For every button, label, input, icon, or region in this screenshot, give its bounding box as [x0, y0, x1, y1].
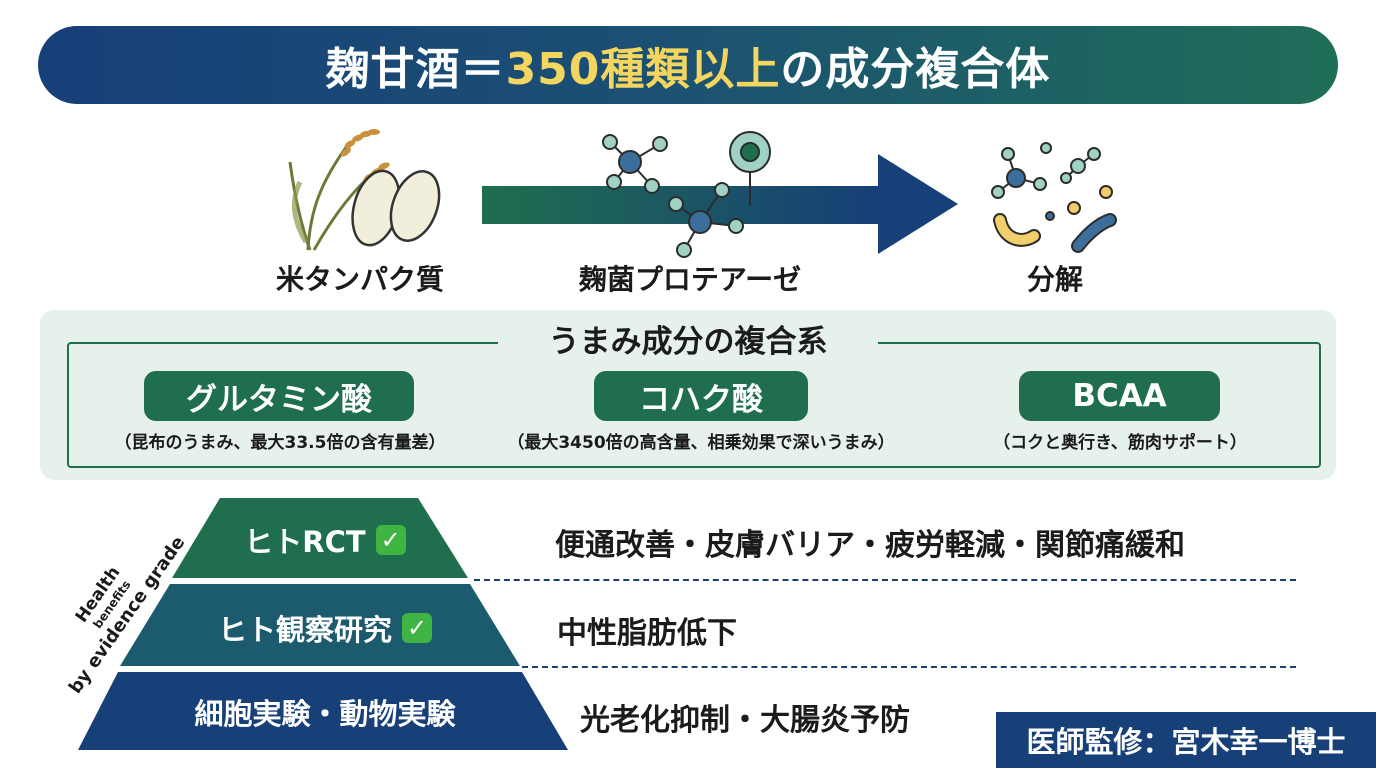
- tier-lab: 細胞実験・動物実験: [80, 688, 570, 736]
- step3-label: 分解: [1026, 263, 1083, 296]
- title-highlight: 350種類以上: [505, 44, 781, 95]
- umami-desc-glutamic: （昆布のうまみ、最大33.5倍の含有量差）: [114, 433, 446, 453]
- evidence-side-label: Health benefits by evidence grade: [65, 532, 189, 697]
- tier-bottom-shape: [78, 672, 568, 750]
- supervisor-badge: 医師監修：宮木幸一博士: [996, 712, 1376, 768]
- evidence-pyramid: [78, 498, 568, 750]
- tier-lab-label: 細胞実験・動物実験: [194, 697, 456, 731]
- benefits-rct: 便通改善・皮膚バリア・疲労軽減・関節痛緩和: [555, 528, 1185, 563]
- rice-plant-icon: [288, 129, 441, 251]
- step2-label: 麹菌プロテアーゼ: [578, 263, 802, 296]
- umami-desc-bcaa: （コクと奥行き、筋肉サポート）: [993, 433, 1247, 453]
- divider: [474, 579, 1296, 581]
- umami-pill-bcaa: BCAA: [1019, 371, 1220, 421]
- title-banner: 麹甘酒＝ 350種類以上 の成分複合体: [38, 26, 1338, 104]
- divider: [522, 666, 1296, 668]
- benefits-observational: 中性脂肪低下: [557, 616, 737, 651]
- benefits-lab: 光老化抑制・大腸炎予防: [580, 703, 910, 738]
- umami-title: うまみ成分の複合系: [498, 322, 878, 362]
- check-icon: ✓: [375, 525, 406, 555]
- tier-rct-label: ヒトRCT: [244, 525, 366, 559]
- koji-mold-molecule-icon: [602, 131, 771, 258]
- title-suffix: の成分複合体: [780, 44, 1051, 95]
- title-prefix: 麹甘酒＝: [325, 44, 506, 95]
- tier-observational-label: ヒト観察研究: [217, 613, 392, 647]
- umami-desc-succinic: （最大3450倍の高含量、相乗効果で深いうまみ）: [507, 433, 895, 453]
- umami-pill-succinic: コハク酸: [594, 371, 808, 421]
- tier-top-shape: [172, 498, 468, 578]
- tier-rct: ヒトRCT ✓: [180, 516, 470, 564]
- check-icon: ✓: [402, 613, 432, 643]
- tier-observational: ヒト観察研究 ✓: [130, 604, 520, 652]
- decomposed-molecules-icon: [991, 142, 1117, 253]
- umami-pill-glutamic: グルタミン酸: [144, 371, 414, 421]
- step1-label: 米タンパク質: [275, 263, 444, 296]
- tier-middle-shape: [120, 584, 520, 666]
